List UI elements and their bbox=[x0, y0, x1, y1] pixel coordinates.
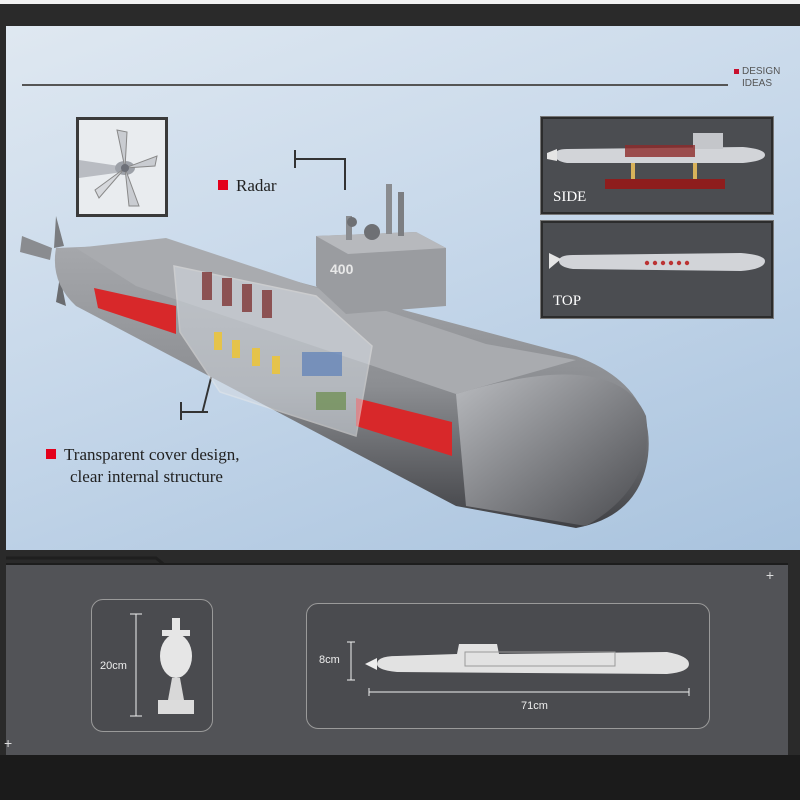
radar-callout: Radar bbox=[218, 176, 277, 196]
front-dimension-card: 20cm bbox=[91, 599, 213, 732]
radar-leader bbox=[294, 158, 346, 160]
side-view-panel: SIDE bbox=[540, 116, 774, 215]
callout-bullet bbox=[218, 180, 228, 190]
top-border bbox=[0, 0, 800, 4]
dimensions-panel: + + 20cm bbox=[4, 563, 788, 755]
top-view-model bbox=[549, 253, 765, 271]
length-dimension: 71cm bbox=[521, 700, 548, 712]
callout-bullet bbox=[46, 449, 56, 459]
height-dimension: 20cm bbox=[100, 660, 127, 672]
tag-line-1: DESIGN bbox=[742, 66, 781, 77]
side-length-model bbox=[347, 641, 690, 696]
top-view-panel: TOP bbox=[540, 220, 774, 319]
propeller-icon bbox=[79, 120, 165, 214]
hull-number: 400 bbox=[330, 261, 354, 277]
showcase-panel: DESIGN IDEAS Radar Transparent cover des… bbox=[6, 26, 800, 576]
front-view-model bbox=[130, 613, 194, 717]
radar-leader-drop bbox=[344, 158, 346, 190]
side-view-model bbox=[547, 133, 765, 189]
submarine-model: 400 bbox=[20, 184, 649, 528]
cover-leader bbox=[180, 411, 208, 413]
cover-label-2: clear internal structure bbox=[70, 467, 223, 486]
radar-label: Radar bbox=[236, 176, 277, 195]
design-ideas-tag: DESIGN IDEAS bbox=[734, 66, 780, 90]
plus-icon: + bbox=[4, 735, 13, 751]
plus-icon: + bbox=[765, 567, 774, 583]
cover-callout: Transparent cover design, clear internal… bbox=[46, 444, 239, 488]
top-view-label: TOP bbox=[553, 293, 582, 309]
bottom-bar bbox=[0, 755, 800, 800]
side-view-label: SIDE bbox=[553, 189, 587, 205]
tag-bullet bbox=[734, 68, 739, 74]
tag-line-2: IDEAS bbox=[742, 78, 773, 89]
width-dimension: 8cm bbox=[319, 654, 340, 666]
propeller-detail-inset bbox=[76, 117, 168, 217]
side-dimension-card: 8cm 71cm bbox=[306, 603, 710, 729]
header-rule bbox=[22, 84, 728, 86]
radar-leader-tick bbox=[294, 150, 296, 168]
cover-label-1: Transparent cover design, bbox=[64, 445, 240, 464]
